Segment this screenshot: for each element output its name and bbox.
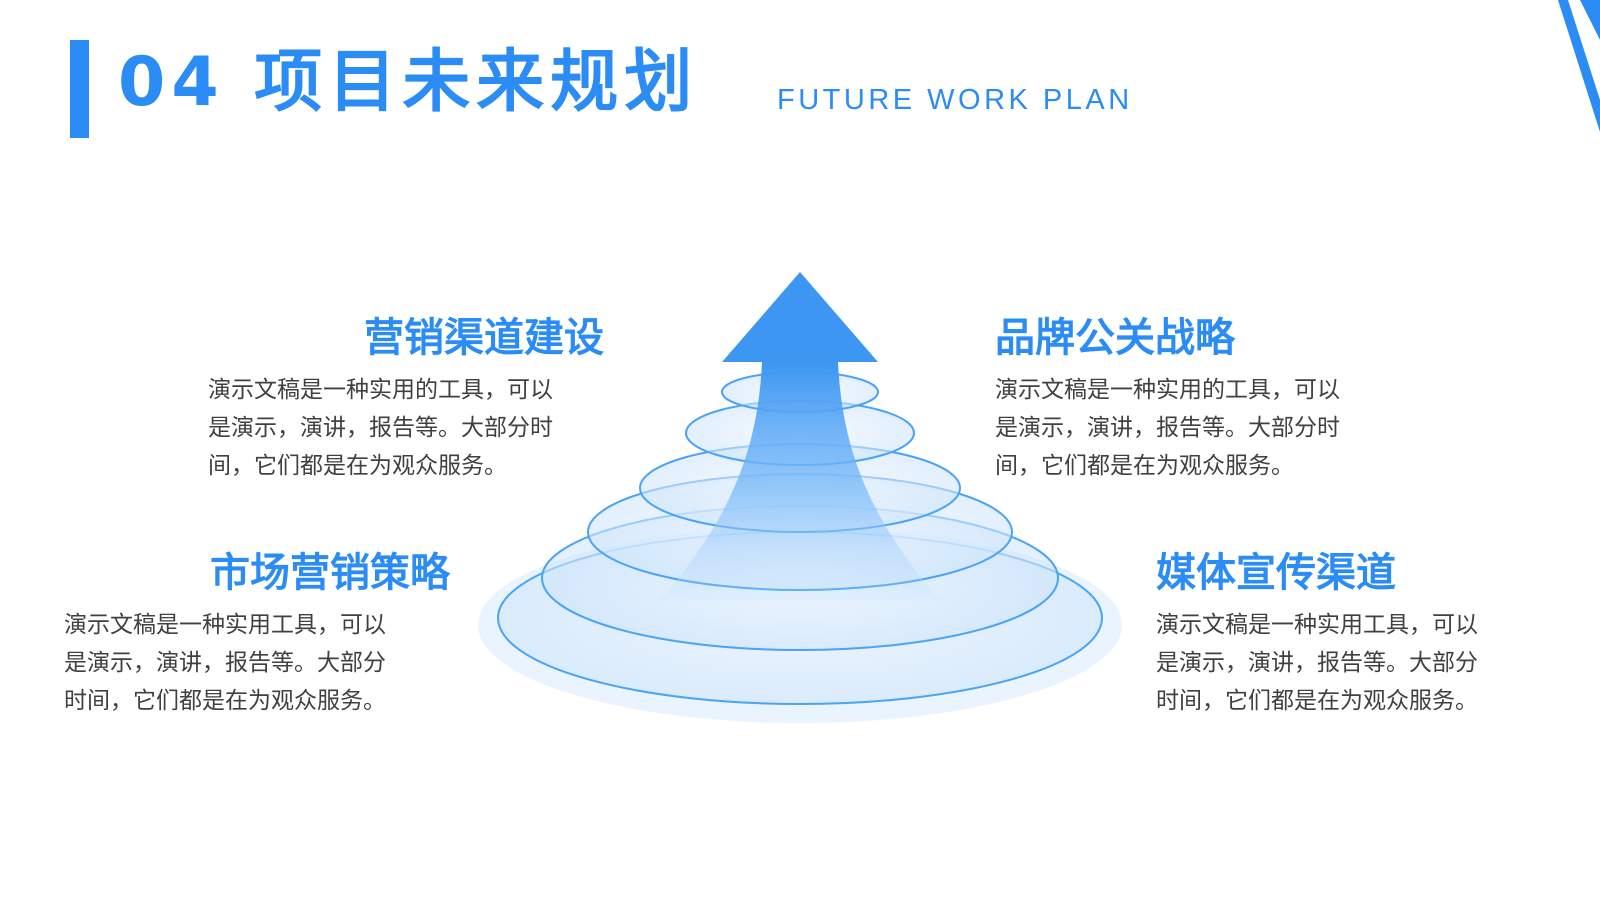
description-line: 演示文稿是一种实用的工具，可以 bbox=[995, 377, 1340, 403]
description-line: 间，它们都是在为观众服务。 bbox=[995, 453, 1294, 479]
description-line: 演示文稿是一种实用的工具，可以 bbox=[208, 377, 553, 403]
description-line: 演示文稿是一种实用工具，可以 bbox=[64, 612, 386, 638]
description-line: 是演示，演讲，报告等。大部分 bbox=[1156, 650, 1478, 676]
title-accent-bar bbox=[70, 40, 89, 138]
plan-block-marketing-strategy: 市场营销策略 演示文稿是一种实用工具，可以 是演示，演讲，报告等。大部分 时间，… bbox=[64, 546, 450, 720]
block-heading: 营销渠道建设 bbox=[364, 315, 604, 361]
block-heading: 市场营销策略 bbox=[210, 550, 450, 596]
description-line: 演示文稿是一种实用工具，可以 bbox=[1156, 612, 1478, 638]
plan-block-marketing-channels: 营销渠道建设 演示文稿是一种实用的工具，可以 是演示，演讲，报告等。大部分时 间… bbox=[208, 311, 604, 485]
description-line: 是演示，演讲，报告等。大部分时 bbox=[208, 415, 553, 441]
description-line: 是演示，演讲，报告等。大部分 bbox=[64, 650, 386, 676]
page-title: 04 项目未来规划 bbox=[118, 43, 699, 122]
block-heading: 品牌公关战略 bbox=[995, 315, 1235, 361]
description-line: 时间，它们都是在为观众服务。 bbox=[1156, 688, 1478, 714]
plan-block-media-channels: 媒体宣传渠道 演示文稿是一种实用工具，可以 是演示，演讲，报告等。大部分 时间，… bbox=[1156, 546, 1556, 720]
block-description: 演示文稿是一种实用的工具，可以 是演示，演讲，报告等。大部分时 间，它们都是在为… bbox=[995, 371, 1415, 485]
block-description: 演示文稿是一种实用的工具，可以 是演示，演讲，报告等。大部分时 间，它们都是在为… bbox=[208, 371, 604, 485]
arrow-up-cone-icon bbox=[478, 272, 1122, 723]
corner-stripe-decoration bbox=[1558, 0, 1600, 132]
block-heading: 媒体宣传渠道 bbox=[1156, 550, 1396, 596]
description-line: 时间，它们都是在为观众服务。 bbox=[64, 688, 386, 714]
plan-block-brand-pr: 品牌公关战略 演示文稿是一种实用的工具，可以 是演示，演讲，报告等。大部分时 间… bbox=[995, 311, 1415, 485]
page-subtitle: FUTURE WORK PLAN bbox=[777, 84, 1133, 116]
description-line: 间，它们都是在为观众服务。 bbox=[208, 453, 507, 479]
block-description: 演示文稿是一种实用工具，可以 是演示，演讲，报告等。大部分 时间，它们都是在为观… bbox=[64, 606, 450, 720]
description-line: 是演示，演讲，报告等。大部分时 bbox=[995, 415, 1340, 441]
block-description: 演示文稿是一种实用工具，可以 是演示，演讲，报告等。大部分 时间，它们都是在为观… bbox=[1156, 606, 1556, 720]
